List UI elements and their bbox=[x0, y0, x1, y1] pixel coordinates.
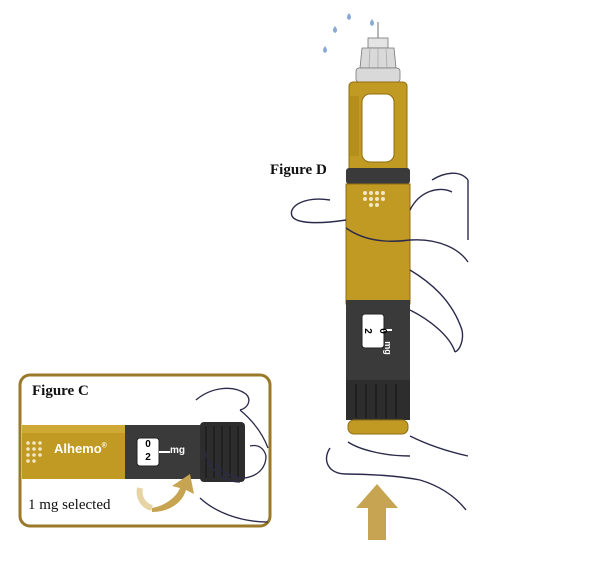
figure-d bbox=[290, 13, 469, 540]
dose-upper-c: 0 bbox=[145, 439, 151, 450]
pen-barrel bbox=[345, 81, 411, 435]
dose-caption: 1 mg selected bbox=[28, 497, 111, 513]
figure-d-label: Figure D bbox=[270, 162, 327, 178]
dose-lower: 2 bbox=[362, 328, 373, 334]
drop-icon bbox=[323, 13, 374, 53]
brand-label: Alhemo® bbox=[54, 441, 107, 456]
hand-outline-d bbox=[290, 172, 469, 511]
dose-upper: 0 bbox=[377, 328, 388, 334]
dose-window-d-text: 0 2 bbox=[356, 320, 390, 342]
hand-outline-c bbox=[195, 387, 269, 523]
brand-mark: ® bbox=[101, 442, 107, 450]
brand-name: Alhemo bbox=[54, 441, 102, 456]
arrow-up-icon bbox=[356, 484, 398, 540]
dose-unit-c: mg bbox=[170, 445, 185, 456]
dose-window-c-text: 0 2 bbox=[137, 438, 159, 466]
dose-lower-c: 2 bbox=[145, 452, 151, 463]
needle-cap bbox=[355, 37, 401, 83]
figure-c bbox=[18, 373, 272, 528]
turn-arrow-icon bbox=[152, 474, 194, 512]
dose-unit-d: mg bbox=[382, 341, 393, 355]
figure-c-label: Figure C bbox=[32, 383, 89, 399]
